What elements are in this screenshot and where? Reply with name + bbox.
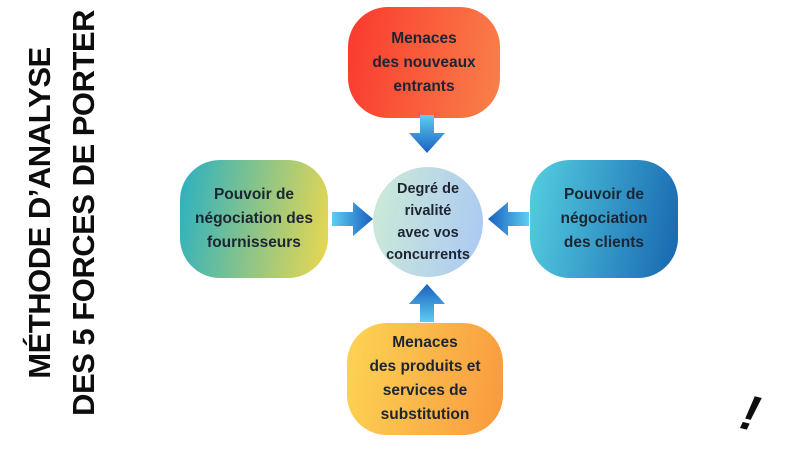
page-title-line-2: DES 5 FORCES DE PORTER [66, 10, 101, 416]
force-label-suppliers: Pouvoir de négociation des fournisseurs [195, 186, 313, 251]
force-box-clients: Pouvoir de négociation des clients [530, 160, 678, 278]
force-box-new-entrants: Menaces des nouveaux entrants [348, 7, 500, 118]
right-arrow-icon [332, 202, 373, 236]
page-title: MÉTHODE D’ANALYSE DES 5 FORCES DE PORTER [18, 0, 110, 433]
force-box-suppliers: Pouvoir de négociation des fournisseurs [180, 160, 328, 278]
page-title-line-1: MÉTHODE D’ANALYSE [22, 47, 57, 379]
force-label-new-entrants: Menaces des nouveaux entrants [372, 29, 476, 95]
up-arrow-icon [409, 284, 445, 322]
force-box-substitutes: Menaces des produits et services de subs… [347, 323, 503, 435]
exclamation-mark: ! [735, 383, 766, 443]
down-arrow-icon [409, 115, 445, 153]
center-circle-label: Degré de rivalité avec vos concurrents [386, 181, 470, 263]
left-arrow-icon [488, 202, 529, 236]
force-label-substitutes: Menaces des produits et services de subs… [369, 334, 481, 423]
center-circle-rivalry: Degré de rivalité avec vos concurrents [373, 167, 483, 277]
force-label-clients: Pouvoir de négociation des clients [560, 186, 648, 251]
